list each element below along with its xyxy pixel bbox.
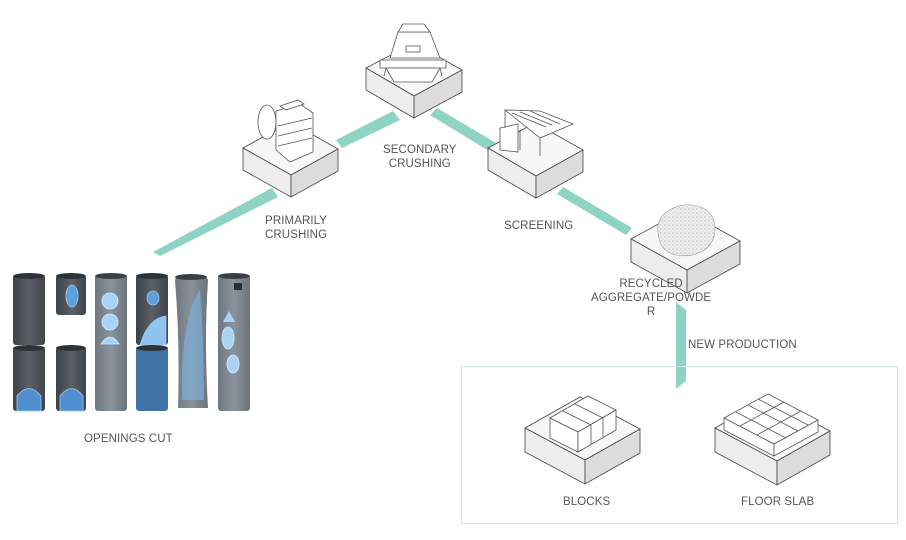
jaw-crusher-icon <box>257 99 314 163</box>
label-secondary-crushing: SECONDARY CRUSHING <box>383 143 457 171</box>
label-new-production: NEW PRODUCTION <box>688 339 797 351</box>
label-line: AGGREGATE/POWDE <box>591 292 712 304</box>
label-primarily-crushing: PRIMARILY CRUSHING <box>265 214 327 242</box>
pipe-5 <box>175 274 208 408</box>
label-line: CRUSHING <box>388 158 451 170</box>
pipe-1 <box>13 273 45 412</box>
pipe-6 <box>218 273 250 411</box>
label-line: R <box>646 306 656 318</box>
connector-pipes-to-primary <box>153 188 278 256</box>
label-blocks: BLOCKS <box>563 496 611 508</box>
pipe-4 <box>136 273 168 411</box>
label-screening: SCREENING <box>504 220 574 232</box>
connector-primary-to-secondary <box>336 111 400 148</box>
connector-screening-to-aggregate <box>557 187 632 235</box>
label-line: SECONDARY <box>383 144 457 156</box>
pipe-2 <box>56 273 86 412</box>
label-line: CRUSHING <box>265 229 328 241</box>
cone-crusher-icon <box>379 23 447 83</box>
label-line: RECYCLED <box>619 278 683 290</box>
floor-slab-icon <box>723 393 819 457</box>
connector-secondary-to-screening <box>430 108 496 151</box>
concrete-pipes-icon <box>13 273 250 412</box>
blocks-icon <box>549 395 617 453</box>
connector-aggregate-to-production <box>676 302 686 389</box>
aggregate-pile-icon <box>657 204 716 257</box>
label-openings-cut: OPENINGS CUT <box>84 433 173 445</box>
pipe-3 <box>95 273 127 411</box>
vibrating-screen-icon <box>499 109 575 156</box>
label-line: PRIMARILY <box>265 215 328 227</box>
label-recycled-aggregate: RECYCLED AGGREGATE/POWDE R <box>591 277 711 319</box>
new-production-frame <box>461 366 898 524</box>
connectors <box>153 108 686 389</box>
label-floor-slab: FLOOR SLAB <box>741 496 815 508</box>
